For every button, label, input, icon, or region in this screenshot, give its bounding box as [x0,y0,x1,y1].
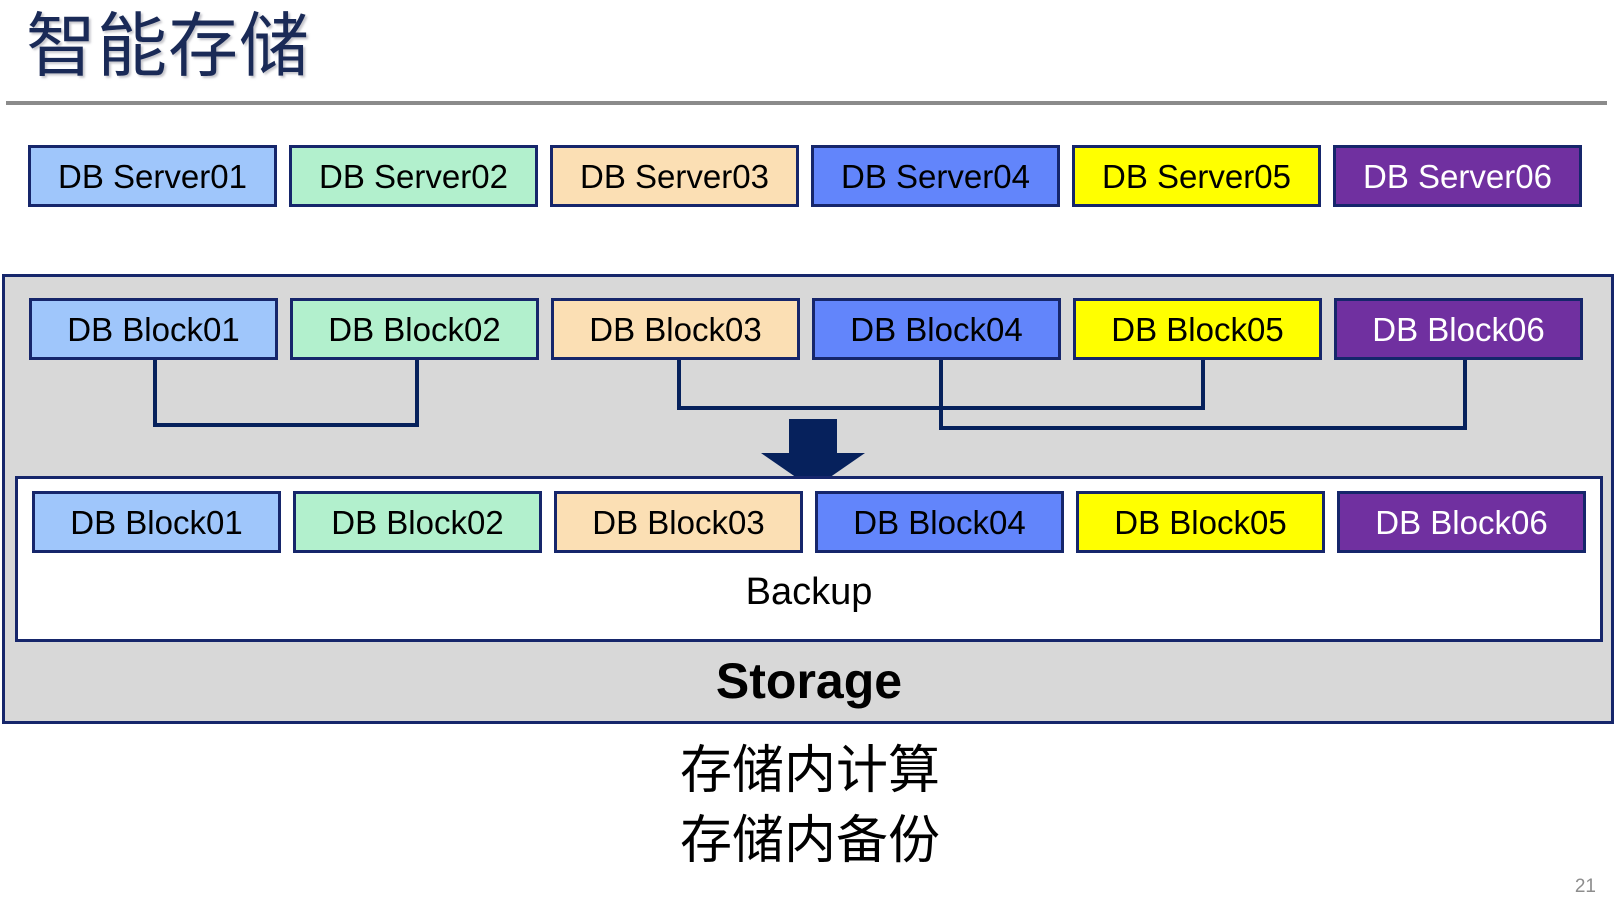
db-server-box-label: DB Server01 [58,157,247,195]
db-backup-block-box-label: DB Block06 [1375,503,1548,541]
backup-label: Backup [745,571,873,613]
db-server-box-2: DB Server02 [289,145,538,207]
db-server-row: DB Server01 DB Server02 DB Server03 DB Serv… [0,145,1620,207]
db-block-box-2: DB Block02 [290,298,539,360]
db-server-box-label: DB Server03 [580,157,769,195]
db-backup-block-box-5: DB Block05 [1076,491,1325,553]
db-block-row: DB Block01 DB Block02 DB Block03 DB Block04… [5,298,1613,360]
title-divider [6,101,1607,105]
db-server-box-label: DB Server02 [319,157,508,195]
db-block-box-6: DB Block06 [1334,298,1583,360]
storage-label: Storage [715,653,903,709]
db-backup-block-box-6: DB Block06 [1337,491,1586,553]
caption-line-1: 存储内计算 [679,742,940,800]
db-server-box-label: DB Server06 [1363,157,1552,195]
db-server-box-3: DB Server03 [550,145,799,207]
db-block-box-label: DB Block01 [67,310,240,348]
db-block-box-label: DB Block05 [1111,310,1284,348]
caption-line-2: 存储内备份 [679,812,940,870]
db-backup-block-box-2: DB Block02 [293,491,542,553]
db-block-box-label: DB Block04 [850,310,1023,348]
db-backup-block-box-4: DB Block04 [815,491,1064,553]
db-server-box-6: DB Server06 [1333,145,1582,207]
db-backup-block-box-label: DB Block05 [1114,503,1287,541]
db-server-box-label: DB Server04 [841,157,1030,195]
db-backup-block-box-label: DB Block03 [592,503,765,541]
db-server-box-label: DB Server05 [1102,157,1291,195]
db-block-box-4: DB Block04 [812,298,1061,360]
db-block-box-label: DB Block03 [589,310,762,348]
page-number: 21 [1574,876,1596,897]
db-backup-block-box-label: DB Block04 [853,503,1026,541]
db-server-box-5: DB Server05 [1072,145,1321,207]
db-block-box-5: DB Block05 [1073,298,1322,360]
db-backup-block-box-3: DB Block03 [554,491,803,553]
db-backup-block-box-1: DB Block01 [32,491,281,553]
db-block-box-1: DB Block01 [29,298,278,360]
db-block-box-label: DB Block02 [328,310,501,348]
backup-panel: DB Block01 DB Block02 DB Block03 DB Block04… [15,476,1603,642]
page-title: 智能存储 [26,7,310,85]
db-backup-block-box-label: DB Block02 [331,503,504,541]
db-block-box-label: DB Block06 [1372,310,1545,348]
storage-container: DB Block01 DB Block02 DB Block03 DB Block04… [2,274,1614,724]
db-backup-block-box-label: DB Block01 [70,503,243,541]
db-block-box-3: DB Block03 [551,298,800,360]
db-server-box-1: DB Server01 [28,145,277,207]
db-server-box-4: DB Server04 [811,145,1060,207]
backup-block-row: DB Block01 DB Block02 DB Block03 DB Block04… [18,491,1600,553]
